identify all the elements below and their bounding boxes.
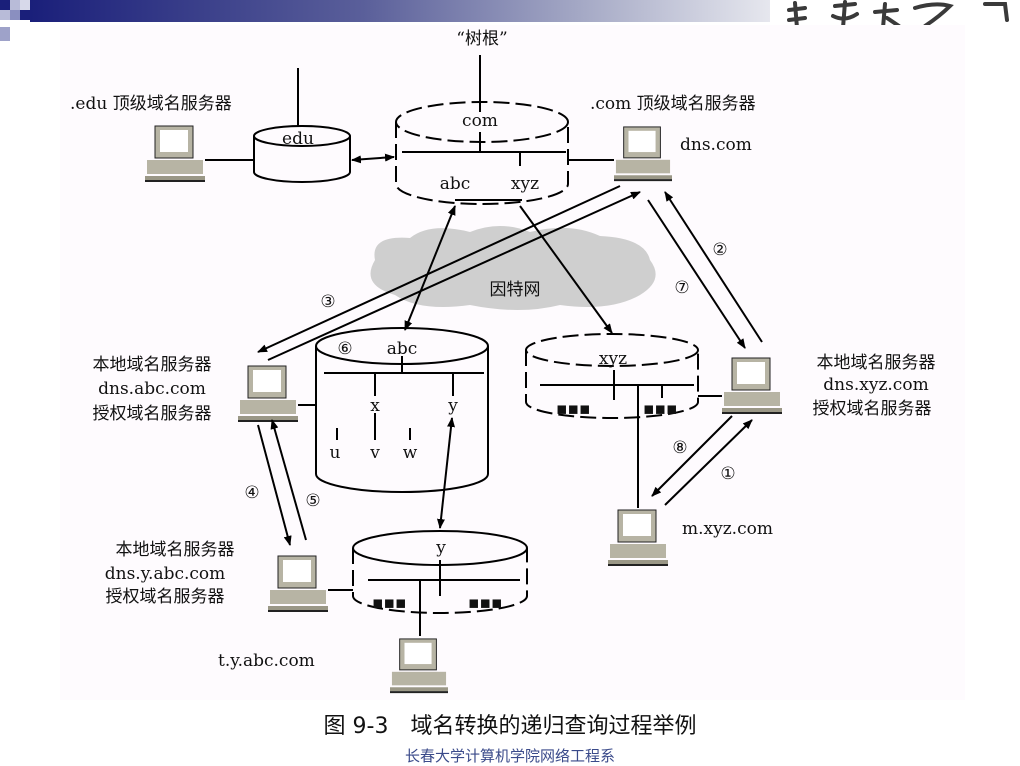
edu-zone-label: edu bbox=[282, 129, 314, 149]
step-2-label: ② bbox=[712, 240, 727, 260]
decor-square bbox=[0, 27, 10, 41]
computer-icon bbox=[238, 365, 298, 422]
abc-child-x: x bbox=[370, 396, 380, 416]
edu-com-arrow bbox=[351, 153, 395, 164]
y-zone-ellipsis-left: ▪▪▪ bbox=[372, 593, 407, 613]
decor-square bbox=[20, 0, 30, 10]
diagram-canvas bbox=[60, 25, 965, 700]
slide-footer: 长春大学计算机学院网络工程系 bbox=[404, 747, 615, 765]
decor-square bbox=[10, 0, 20, 10]
xyz-zone-ellipsis-right: ▪▪▪ bbox=[643, 399, 678, 419]
arrow-com-xyz bbox=[519, 205, 613, 334]
decor-square bbox=[20, 10, 30, 20]
edu-server-label: .edu 顶级域名服务器 bbox=[70, 94, 232, 114]
arrow-step-4 bbox=[257, 424, 292, 546]
arrow-step-1 bbox=[664, 419, 753, 506]
computer-icon bbox=[145, 125, 205, 182]
com-server-host: dns.com bbox=[680, 135, 752, 155]
y-zone-cylinder bbox=[352, 530, 528, 636]
xyz-zone-cylinder bbox=[525, 333, 699, 419]
y-zone-label: y bbox=[435, 538, 446, 558]
y-server-line1: 本地域名服务器 bbox=[116, 540, 235, 560]
arrow-step-7 bbox=[647, 199, 746, 349]
abc-server-line2: dns.abc.com bbox=[98, 379, 206, 399]
step-8-label: ⑧ bbox=[672, 438, 687, 458]
step-5-label: ⑤ bbox=[305, 491, 320, 511]
decor-square bbox=[10, 10, 20, 20]
abc-zone-cylinder bbox=[315, 327, 489, 493]
computer-icon bbox=[722, 357, 782, 414]
xyz-zone-ellipsis-left: ▪▪▪ bbox=[556, 399, 591, 419]
step-3-label: ③ bbox=[320, 292, 335, 312]
leaf-u: u bbox=[330, 443, 341, 463]
figure-caption: 图 9-3 域名转换的递归查询过程举例 bbox=[323, 714, 697, 739]
xyz-server-line1: 本地域名服务器 bbox=[817, 353, 936, 373]
computer-icon bbox=[390, 637, 448, 694]
decor-square bbox=[0, 0, 10, 10]
arrow-step-2 bbox=[664, 191, 763, 343]
computer-icon bbox=[268, 555, 328, 612]
xyz-server-line2: dns.xyz.com bbox=[823, 375, 928, 395]
abc-server-line3: 授权域名服务器 bbox=[93, 404, 212, 424]
abc-server-line1: 本地域名服务器 bbox=[93, 355, 212, 375]
calligraphy-logo bbox=[787, 0, 1009, 30]
y-zone-ellipsis-right: ▪▪▪ bbox=[468, 593, 503, 613]
arrow-step-8 bbox=[651, 415, 733, 497]
host-t-label: t.y.abc.com bbox=[218, 651, 315, 671]
xyz-zone-label: xyz bbox=[599, 349, 627, 369]
leaf-w: w bbox=[403, 443, 418, 463]
abc-child-y: y bbox=[447, 396, 458, 416]
step-6-label: ⑥ bbox=[337, 339, 352, 359]
com-server-label: .com 顶级域名服务器 bbox=[590, 94, 756, 114]
arrow-step-5 bbox=[270, 419, 307, 541]
internet-label: 因特网 bbox=[490, 280, 541, 300]
leaf-v: v bbox=[369, 443, 380, 463]
arrow-abc-y bbox=[436, 417, 456, 529]
decor-square bbox=[0, 10, 10, 20]
computer-icon bbox=[614, 125, 672, 182]
y-server-line2: dns.y.abc.com bbox=[105, 564, 226, 584]
step-1-label: ① bbox=[720, 464, 735, 484]
edu-zone-cylinder bbox=[253, 125, 351, 183]
root-label: “树根” bbox=[456, 29, 507, 49]
step-7-label: ⑦ bbox=[674, 278, 689, 298]
host-m-label: m.xyz.com bbox=[682, 519, 773, 539]
y-server-line3: 授权域名服务器 bbox=[106, 587, 225, 607]
com-zone-label: com bbox=[462, 111, 498, 131]
abc-zone-label: abc bbox=[387, 339, 418, 359]
header-gradient-band bbox=[30, 0, 770, 22]
arrow-com-abc bbox=[404, 205, 456, 331]
computer-icon bbox=[608, 509, 668, 566]
step-4-label: ④ bbox=[244, 483, 259, 503]
xyz-server-line3: 授权域名服务器 bbox=[813, 399, 932, 419]
com-child-abc: abc bbox=[440, 174, 471, 194]
com-zone-cylinder bbox=[395, 101, 569, 205]
com-child-xyz: xyz bbox=[511, 174, 539, 194]
